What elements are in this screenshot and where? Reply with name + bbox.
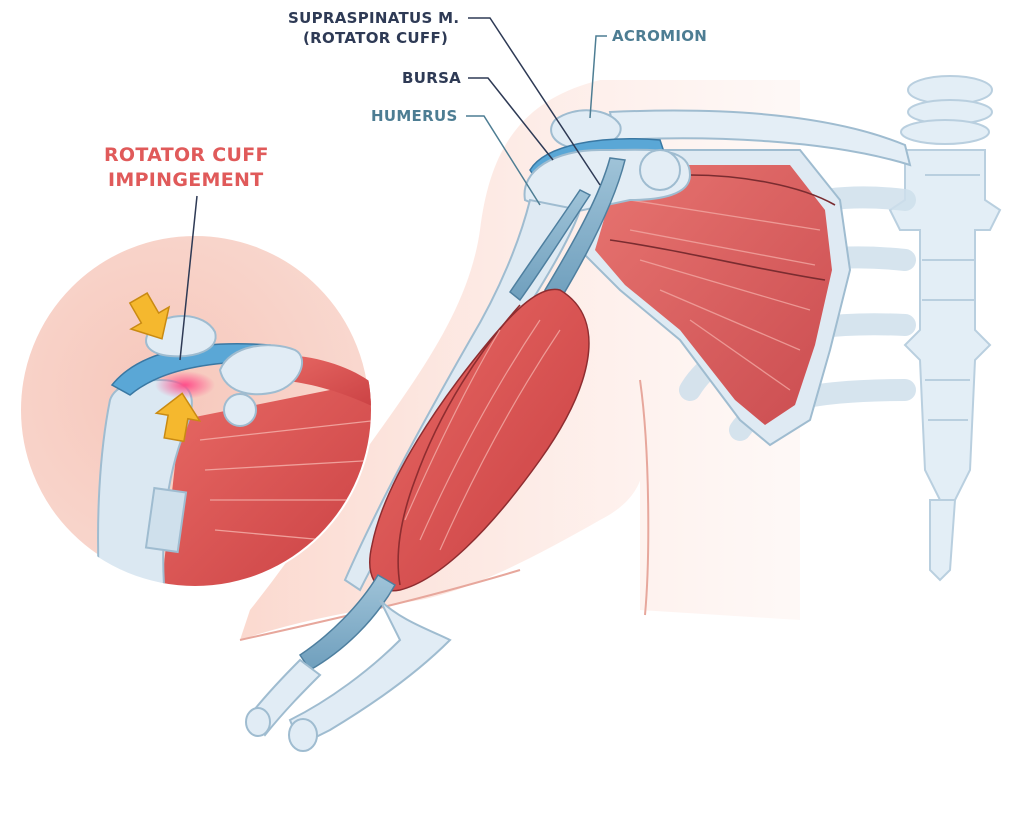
label-supraspinatus-line1: SUPRASPINATUS M. xyxy=(288,10,459,27)
label-impingement-line2: IMPINGEMENT xyxy=(108,168,264,192)
label-acromion: ACROMION xyxy=(612,28,707,45)
label-impingement-line1: ROTATOR CUFF xyxy=(104,143,269,167)
label-bursa: BURSA xyxy=(402,70,461,87)
label-humerus: HUMERUS xyxy=(371,108,458,125)
label-supraspinatus-line2: (ROTATOR CUFF) xyxy=(303,30,448,47)
